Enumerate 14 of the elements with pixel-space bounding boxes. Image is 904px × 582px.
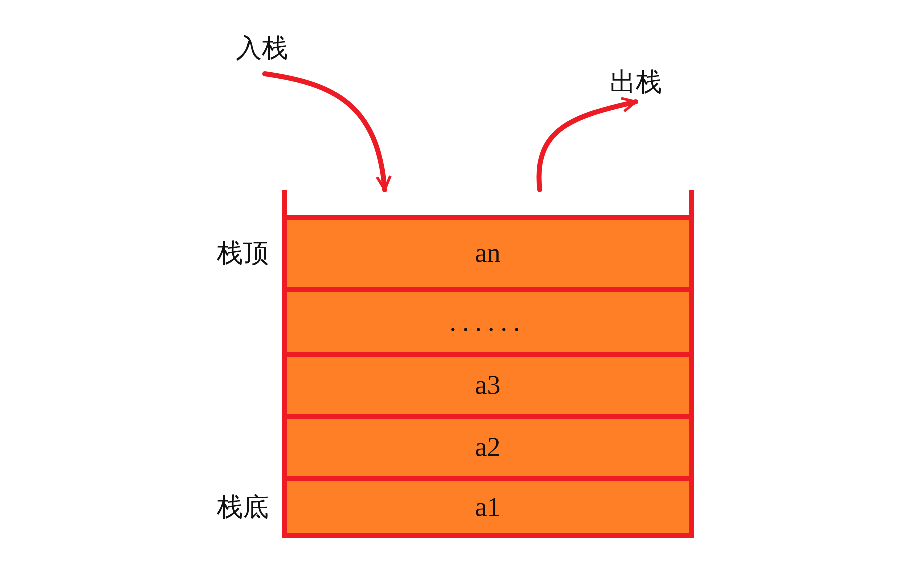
operation-label: 出栈	[596, 62, 676, 102]
stack-element	[287, 352, 689, 414]
element-label: an	[475, 238, 501, 269]
stack-element	[287, 414, 689, 476]
stack-element	[287, 287, 689, 352]
element-label: a3	[475, 370, 501, 401]
operation-label: 入栈	[222, 28, 302, 68]
element-label: ......	[450, 306, 526, 338]
arrow	[262, 72, 392, 192]
arrow	[536, 97, 638, 192]
side-label: 栈底	[217, 492, 269, 524]
element-label: a1	[475, 492, 501, 522]
side-label: 栈顶	[217, 238, 269, 271]
element-label: a2	[475, 432, 501, 463]
